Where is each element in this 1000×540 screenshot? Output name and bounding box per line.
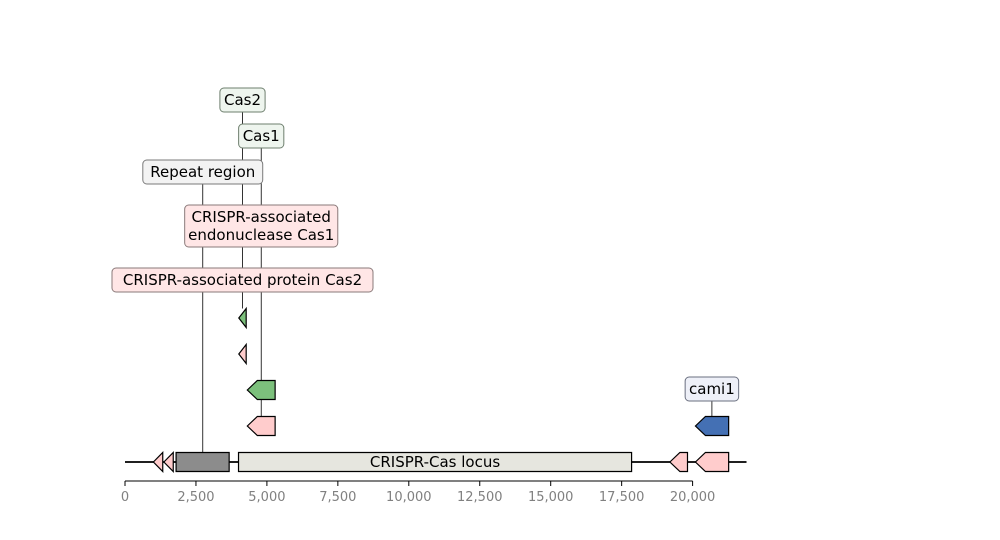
x-axis-tick-label: 15,000 — [528, 490, 574, 505]
feature-cami1 — [694, 415, 730, 437]
feature-f5 — [669, 451, 689, 473]
label-text-repeat_region: Repeat region — [150, 163, 255, 181]
feature-cas1_green — [246, 379, 276, 401]
feature-cas2_green — [238, 306, 247, 330]
label-text-endonuclease: endonuclease Cas1 — [188, 226, 334, 244]
x-axis-tick-label: 10,000 — [386, 490, 432, 505]
feature-label-locus: CRISPR-Cas locus — [370, 453, 500, 471]
label-text-protein_cas2: CRISPR-associated protein Cas2 — [123, 271, 362, 289]
feature-f2 — [163, 451, 174, 473]
label-box-endonuclease — [184, 204, 339, 248]
label-box-cami1_label — [684, 376, 740, 402]
label-box-cas1 — [238, 123, 285, 149]
feature-locus — [237, 451, 633, 473]
label-text-endonuclease: CRISPR-associated — [192, 208, 331, 226]
x-axis-tick-label: 2,500 — [177, 490, 214, 505]
label-text-cas1: Cas1 — [243, 127, 280, 145]
x-axis-tick-label: 20,000 — [670, 490, 716, 505]
x-axis-tick-label: 17,500 — [599, 490, 645, 505]
label-text-cas2: Cas2 — [224, 91, 261, 109]
feature-f6 — [694, 451, 730, 473]
feature-repeat — [175, 451, 230, 473]
feature-cas1_pink — [246, 415, 276, 437]
x-axis-tick-label: 7,500 — [319, 490, 356, 505]
x-axis-tick-label: 12,500 — [457, 490, 503, 505]
feature-cas2_pink — [238, 342, 247, 366]
label-text-cami1_label: cami1 — [689, 380, 735, 398]
x-axis-tick-label: 5,000 — [248, 490, 285, 505]
label-box-protein_cas2 — [111, 267, 374, 293]
label-box-cas2 — [219, 87, 266, 113]
x-axis-tick-label: 0 — [121, 490, 129, 505]
feature-f1 — [152, 451, 164, 473]
label-box-repeat_region — [142, 159, 264, 185]
